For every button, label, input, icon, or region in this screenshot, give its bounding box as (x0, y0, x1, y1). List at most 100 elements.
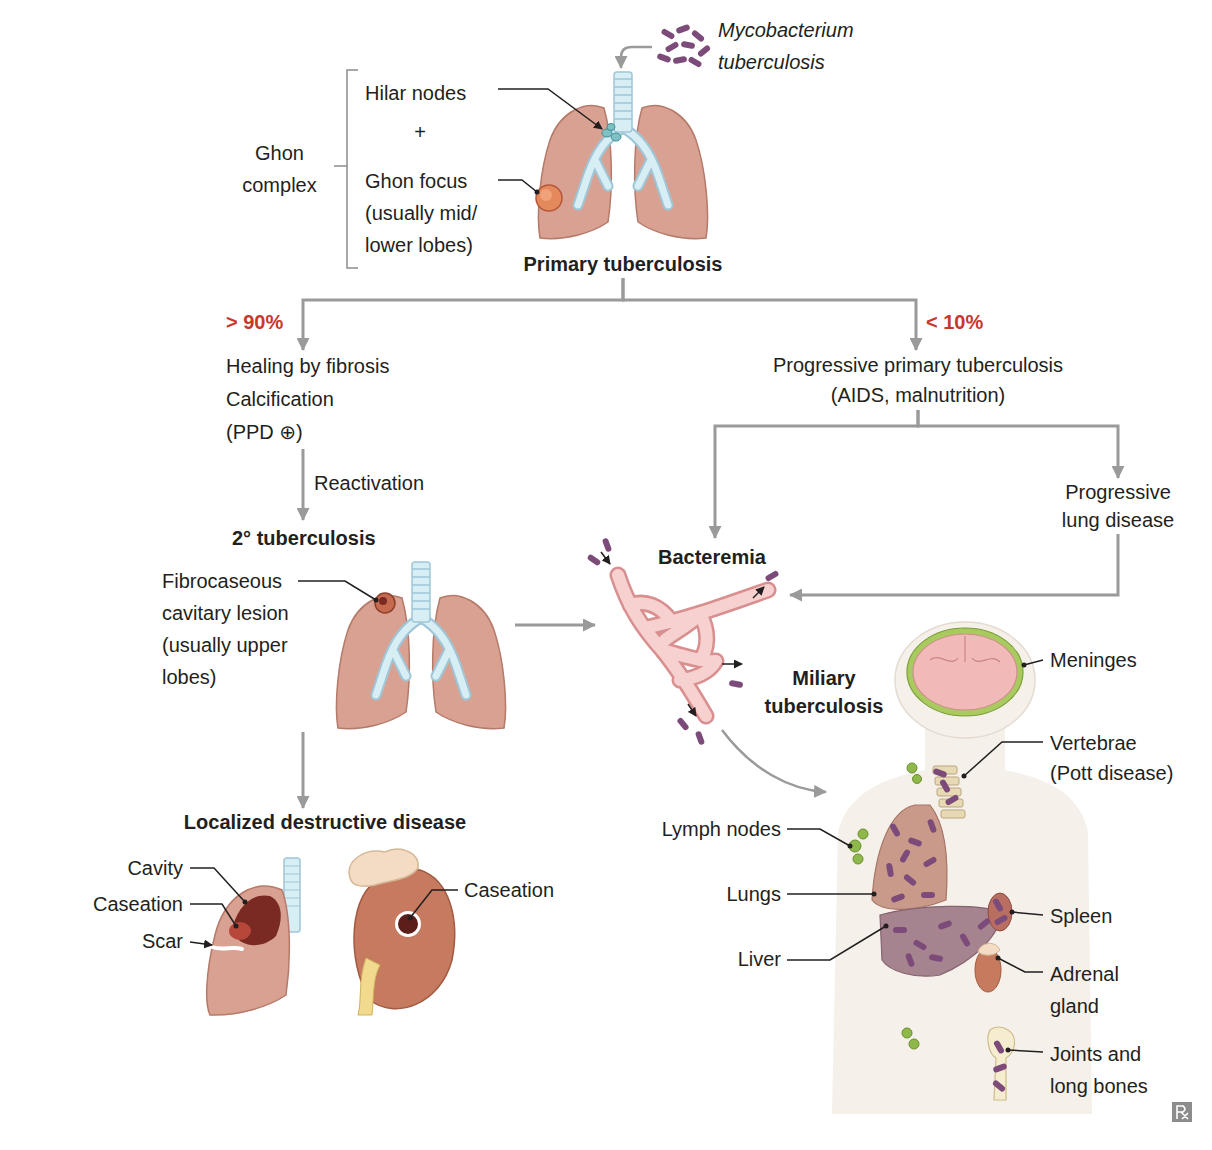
leader-line (998, 958, 1043, 972)
bacteria-in-organs (939, 778, 951, 793)
kidney (395, 911, 421, 937)
primary-lungs (536, 72, 708, 239)
destroyed-lung (229, 922, 251, 940)
bacteria-in-organs (889, 822, 901, 837)
leader-dot (872, 892, 877, 897)
leader-dot (408, 916, 413, 921)
bacteria-in-blood (729, 680, 744, 688)
bacteria-cluster (675, 24, 690, 34)
leader-line (1024, 660, 1043, 665)
secondary-lungs (336, 562, 505, 729)
annotation-label: Lungs (630, 881, 781, 907)
leader-line (298, 581, 376, 600)
body-figure (988, 893, 1012, 931)
bacteria-in-organs (907, 837, 922, 847)
body-figure (907, 628, 1023, 716)
annotation-label: Miliary tuberculosis (758, 664, 890, 720)
flow-arrow (302, 449, 305, 520)
annotation-label: Adrenal gland (1050, 958, 1140, 1022)
publisher-logo (1172, 1102, 1192, 1122)
body-figure (988, 1027, 1015, 1100)
flow-step: Progressive primary tuberculosis(AIDS, m… (753, 350, 1083, 410)
leader-dot (1022, 663, 1027, 668)
body-figure (858, 829, 868, 839)
flow-arrow (515, 624, 595, 627)
flow-arrow (303, 278, 623, 350)
step-text: Progressive lung disease (1055, 478, 1181, 534)
bacteria-in-organs (993, 1039, 1005, 1054)
leader-dot (1006, 1048, 1011, 1053)
bacteria-in-blood (587, 554, 602, 567)
spread-arrow (601, 552, 764, 716)
bacteria-in-blood (587, 537, 780, 745)
bacteria-in-organs (937, 920, 952, 930)
annotation-label: Liver (630, 946, 781, 972)
flow-arrow (302, 732, 305, 808)
arrow-label: > 90% (226, 309, 283, 335)
step-text: Bacteremia (658, 544, 790, 570)
annotation-label: Spleen (1050, 903, 1170, 929)
leader-line (787, 829, 850, 846)
leader-dot (962, 774, 967, 779)
step-text: Primary tuberculosis (500, 250, 746, 278)
bacteria-cluster (687, 56, 702, 68)
kidney (349, 849, 418, 886)
destroyed-lung (207, 858, 300, 1015)
leader-dot (374, 598, 379, 603)
secondary-lungs (336, 562, 505, 729)
leader-line (1008, 1050, 1043, 1052)
step-text: Calcification (226, 383, 416, 416)
bacteria-in-organs (903, 873, 918, 887)
body-figure (853, 854, 863, 864)
flow-arrow (790, 534, 1118, 595)
annotation-label: Vertebrae (Pott disease) (1050, 728, 1174, 788)
leader-dot (884, 924, 889, 929)
step-text: (PPD ⊕) (226, 416, 416, 449)
step-text: (AIDS, malnutrition) (753, 380, 1083, 410)
leader-line (298, 581, 376, 600)
destroyed-lung (212, 947, 242, 949)
body-figure (895, 622, 1035, 738)
bacteria-in-blood (602, 537, 612, 552)
bacteria-in-organs (992, 1063, 1007, 1073)
spread-arrow (601, 552, 610, 564)
body-figure (933, 766, 965, 818)
flow-arrow (918, 410, 1118, 478)
flow-step: Localized destructive disease (160, 808, 490, 836)
leader-line (1012, 912, 1043, 915)
leader-line (787, 893, 874, 895)
leader-dot (848, 663, 1027, 1053)
body-figure (909, 1039, 919, 1049)
primary-lungs (540, 189, 552, 201)
body-figure (913, 775, 922, 784)
flow-step: Bacteremia (595, 538, 790, 728)
leader-line (190, 868, 458, 945)
annotation-label: Meninges (1050, 647, 1170, 673)
flow-arrow (623, 278, 916, 350)
leader-dot (535, 190, 540, 195)
spread-arrow (753, 587, 764, 598)
primary-lungs (538, 72, 707, 239)
step-text: Healing by fibrosis (226, 350, 416, 383)
annotation-label: Fibrocaseous cavitary lesion (usually up… (162, 565, 308, 693)
leader-line (410, 890, 458, 918)
annotation-label: Hilar nodes (365, 79, 495, 107)
bacteria-cluster (656, 53, 671, 63)
spread-arrow (722, 663, 742, 665)
step-text: 2° tuberculosis (232, 524, 515, 552)
annotation-label: Mycobacterium tuberculosis (718, 14, 883, 78)
flow-step: 2° tuberculosis (228, 520, 515, 732)
leader-line (498, 89, 602, 192)
bacteria-in-organs (959, 932, 971, 947)
bacteria-in-organs (890, 893, 905, 903)
body-figure (930, 636, 1000, 662)
primary-lungs (607, 124, 615, 131)
bacteria-in-blood (676, 717, 690, 732)
secondary-lungs (375, 593, 395, 613)
bacteria-in-organs (993, 914, 1008, 926)
bacteria-in-organs (992, 1079, 1007, 1093)
bacteria-in-organs (886, 768, 1009, 1093)
body-figure (902, 1028, 912, 1038)
body-figure (978, 943, 1000, 955)
